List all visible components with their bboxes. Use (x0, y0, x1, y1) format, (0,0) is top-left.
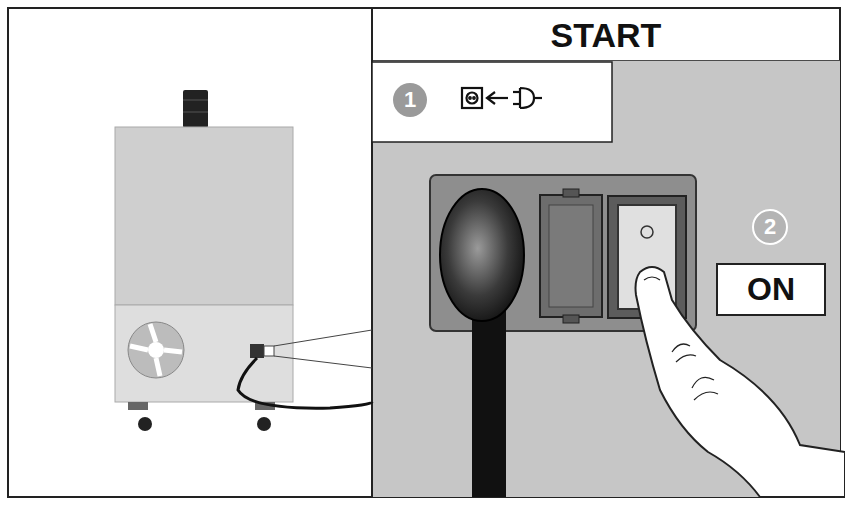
callout-number: 1 (393, 83, 427, 117)
plug-symbol (462, 88, 542, 108)
status-box: ON (716, 263, 826, 316)
header-band: START (373, 10, 839, 60)
callout-digit: 1 (404, 87, 416, 113)
step-box (372, 62, 612, 142)
label-text: START (551, 16, 662, 55)
callout-number: 2 (752, 209, 788, 245)
callout-digit: 2 (764, 214, 776, 240)
extractor-unit (115, 90, 372, 431)
label-text: ON (747, 271, 795, 308)
